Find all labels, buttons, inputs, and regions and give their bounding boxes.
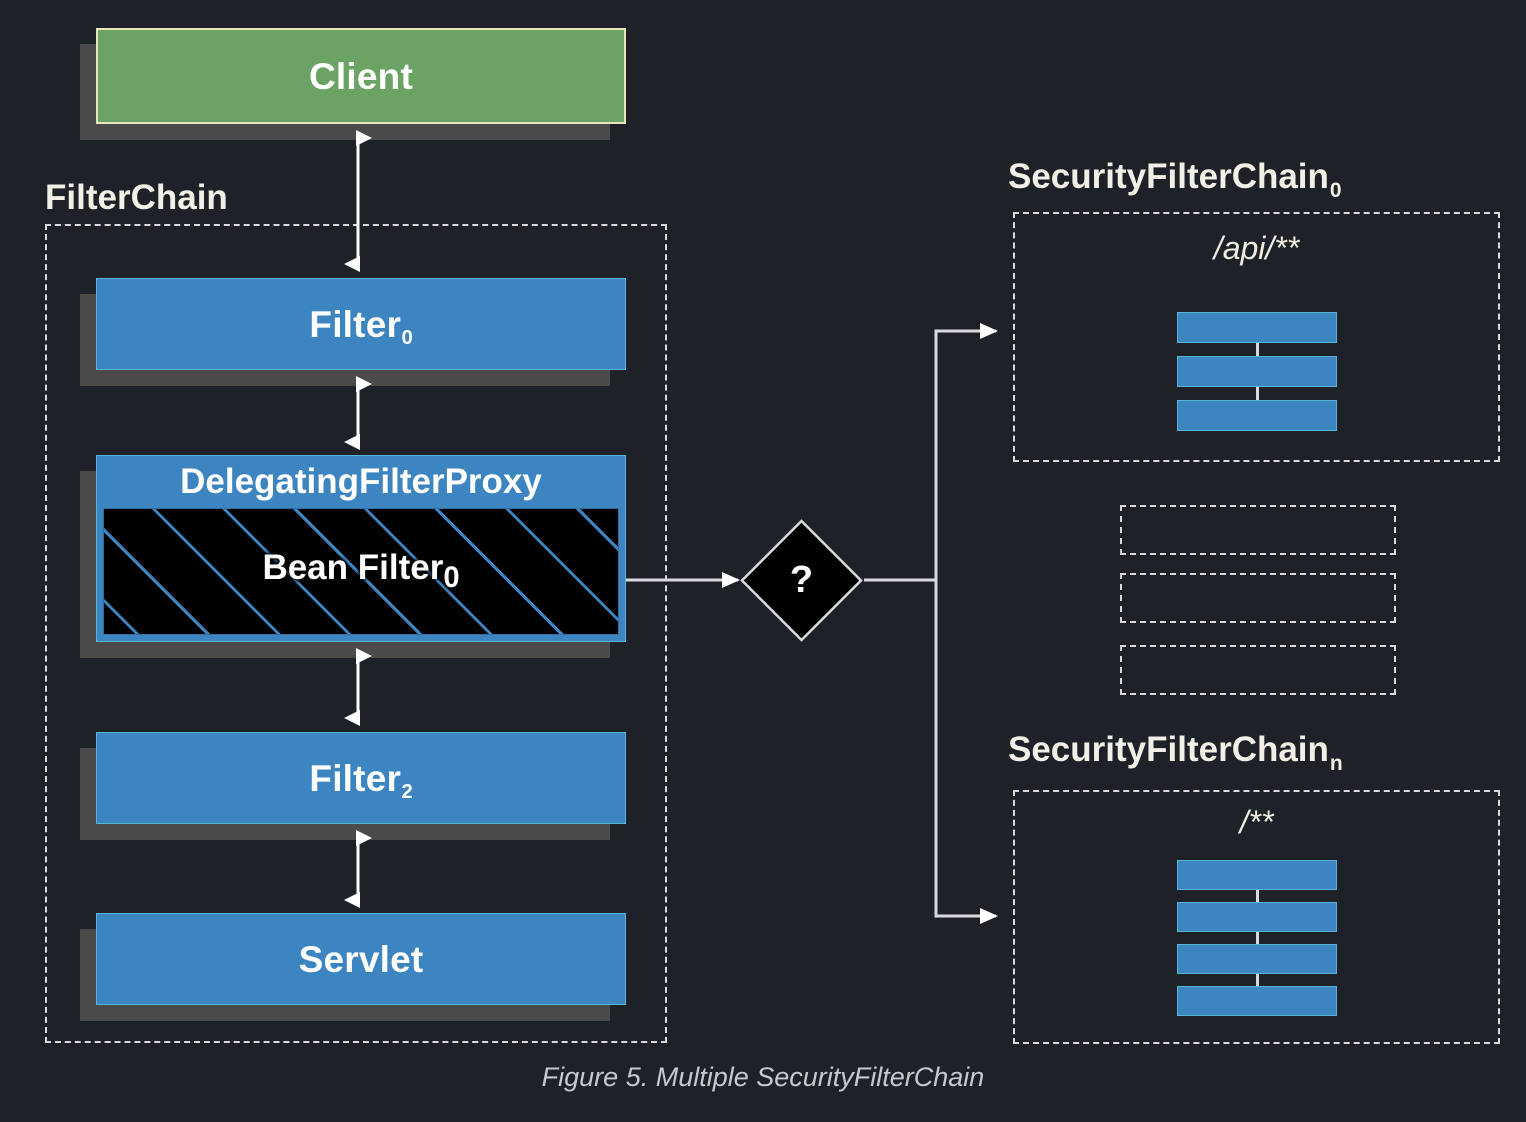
chain-placeholder (1120, 645, 1396, 695)
chain0-filter-bar[interactable] (1176, 312, 1337, 343)
chainn-link-3 (1255, 974, 1259, 988)
delegating-filter-proxy-label: DelegatingFilterProxy (180, 462, 542, 501)
bean-filter-box[interactable]: Bean Filter0 (103, 508, 619, 635)
chainn-filter-bar[interactable] (1176, 902, 1337, 932)
chain-placeholder (1120, 505, 1396, 555)
decision-label: ? (789, 559, 814, 601)
delegating-filter-proxy-box[interactable]: DelegatingFilterProxy Bean Filter0 (96, 455, 626, 642)
security-filter-chain-0-label: SecurityFilterChain0 (1008, 157, 1342, 202)
chain0-filter-bar[interactable] (1176, 400, 1337, 431)
servlet-label: Servlet (298, 938, 424, 980)
diamond-shape (740, 519, 863, 642)
filter2-box[interactable]: Filter2 (96, 732, 626, 824)
decision-diamond[interactable]: ? (739, 518, 864, 643)
chainn-link-1 (1255, 890, 1259, 904)
filter0-label: Filter0 (309, 303, 413, 350)
branch-down (934, 580, 998, 924)
security-filter-chain-0-container: /api/** (1013, 212, 1500, 462)
chain0-filter-bar[interactable] (1176, 356, 1337, 387)
chain-placeholder (1120, 573, 1396, 623)
chainn-link-2 (1255, 932, 1259, 946)
chainn-filter-bar[interactable] (1176, 986, 1337, 1016)
security-filter-chain-0-path: /api/** (1213, 230, 1300, 266)
client-box[interactable]: Client (96, 28, 626, 124)
bean-filter-label: Bean Filter0 (262, 548, 460, 594)
chainn-filter-bar[interactable] (1176, 944, 1337, 974)
filterchain-group-label: FilterChain (45, 178, 228, 217)
servlet-box[interactable]: Servlet (96, 913, 626, 1005)
security-filter-chain-n-path: /** (1239, 804, 1274, 840)
security-filter-chain-n-container: /** (1013, 790, 1500, 1044)
chainn-filter-bar[interactable] (1176, 860, 1337, 890)
chain0-link-1 (1255, 343, 1259, 359)
security-filter-chain-n-label: SecurityFilterChainn (1008, 730, 1343, 775)
client-label: Client (309, 55, 413, 97)
filter2-label: Filter2 (309, 757, 413, 804)
figure-caption: Figure 5. Multiple SecurityFilterChain (541, 1062, 985, 1092)
branch-up (934, 323, 998, 580)
filter0-box[interactable]: Filter0 (96, 278, 626, 370)
chain0-link-2 (1255, 387, 1259, 403)
